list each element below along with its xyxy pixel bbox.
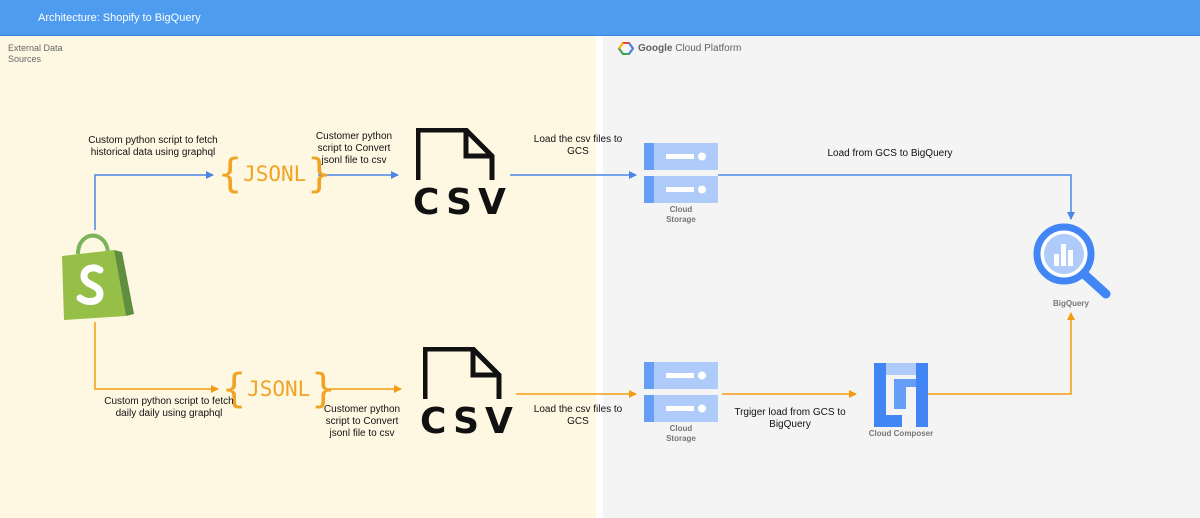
label-convert-top: Customer python script to Convert jsonl … (315, 131, 393, 166)
label-trigger-load: Trgiger load from GCS to BigQuery (734, 407, 846, 430)
wire-composer-to-bigquery (928, 312, 1075, 395)
csv-file-icon-top (416, 128, 495, 180)
jsonl-label-bottom: JSONL (247, 377, 311, 401)
label-load-gcs-bigquery: Load from GCS to BigQuery (827, 148, 953, 159)
title-bar: Architecture: Shopify to BigQuery (0, 0, 1200, 36)
label-fetch-daily: Custom python script to fetch daily dail… (104, 396, 234, 419)
label-fetch-historical: Custom python script to fetch historical… (88, 135, 218, 158)
wire-shopify-to-jsonl-top (94, 171, 214, 230)
cloud-storage-label-bottom: Cloud Storage (666, 424, 696, 443)
brace-left-icon: { (218, 151, 243, 197)
gcp-name-bold: Google (638, 43, 673, 54)
external-data-sources-label: External Data Sources (8, 43, 63, 64)
gcp-header: Google Cloud Platform (618, 42, 741, 55)
shopify-bag-icon (62, 233, 134, 320)
jsonl-icon-bottom: { JSONL } (222, 369, 335, 409)
diagram-title: Architecture: Shopify to BigQuery (38, 12, 201, 24)
brace-right-icon: } (307, 151, 332, 197)
cloud-storage-icon-bottom (644, 362, 718, 422)
bigquery-icon (1033, 223, 1111, 299)
label-convert-bottom: Customer python script to Convert jsonl … (323, 404, 401, 439)
brace-right-icon: } (311, 366, 336, 412)
gcp-logo-icon (618, 42, 634, 55)
label-load-csv-top: Load the csv files to GCS (533, 134, 623, 157)
cloud-storage-icon-top (644, 143, 718, 203)
bigquery-label: BigQuery (1052, 299, 1089, 308)
brace-left-icon: { (222, 366, 247, 412)
gcp-name: Google Cloud Platform (638, 43, 741, 54)
gcp-panel (603, 36, 1200, 518)
jsonl-label-top: JSONL (243, 162, 307, 186)
csv-label-top: CSV (413, 182, 512, 223)
jsonl-icon-top: { JSONL } (218, 154, 331, 194)
wire-storage-to-bigquery (718, 174, 1075, 220)
csv-label-bottom: CSV (420, 401, 519, 442)
cloud-storage-label-top: Cloud Storage (666, 205, 696, 224)
label-load-csv-bottom: Load the csv files to GCS (533, 404, 623, 427)
wire-shopify-to-jsonl-bottom (94, 322, 219, 393)
csv-file-icon-bottom (423, 347, 502, 399)
gcp-name-rest: Cloud Platform (675, 43, 742, 54)
cloud-composer-label: Cloud Composer (868, 429, 934, 438)
cloud-composer-icon (874, 363, 928, 427)
